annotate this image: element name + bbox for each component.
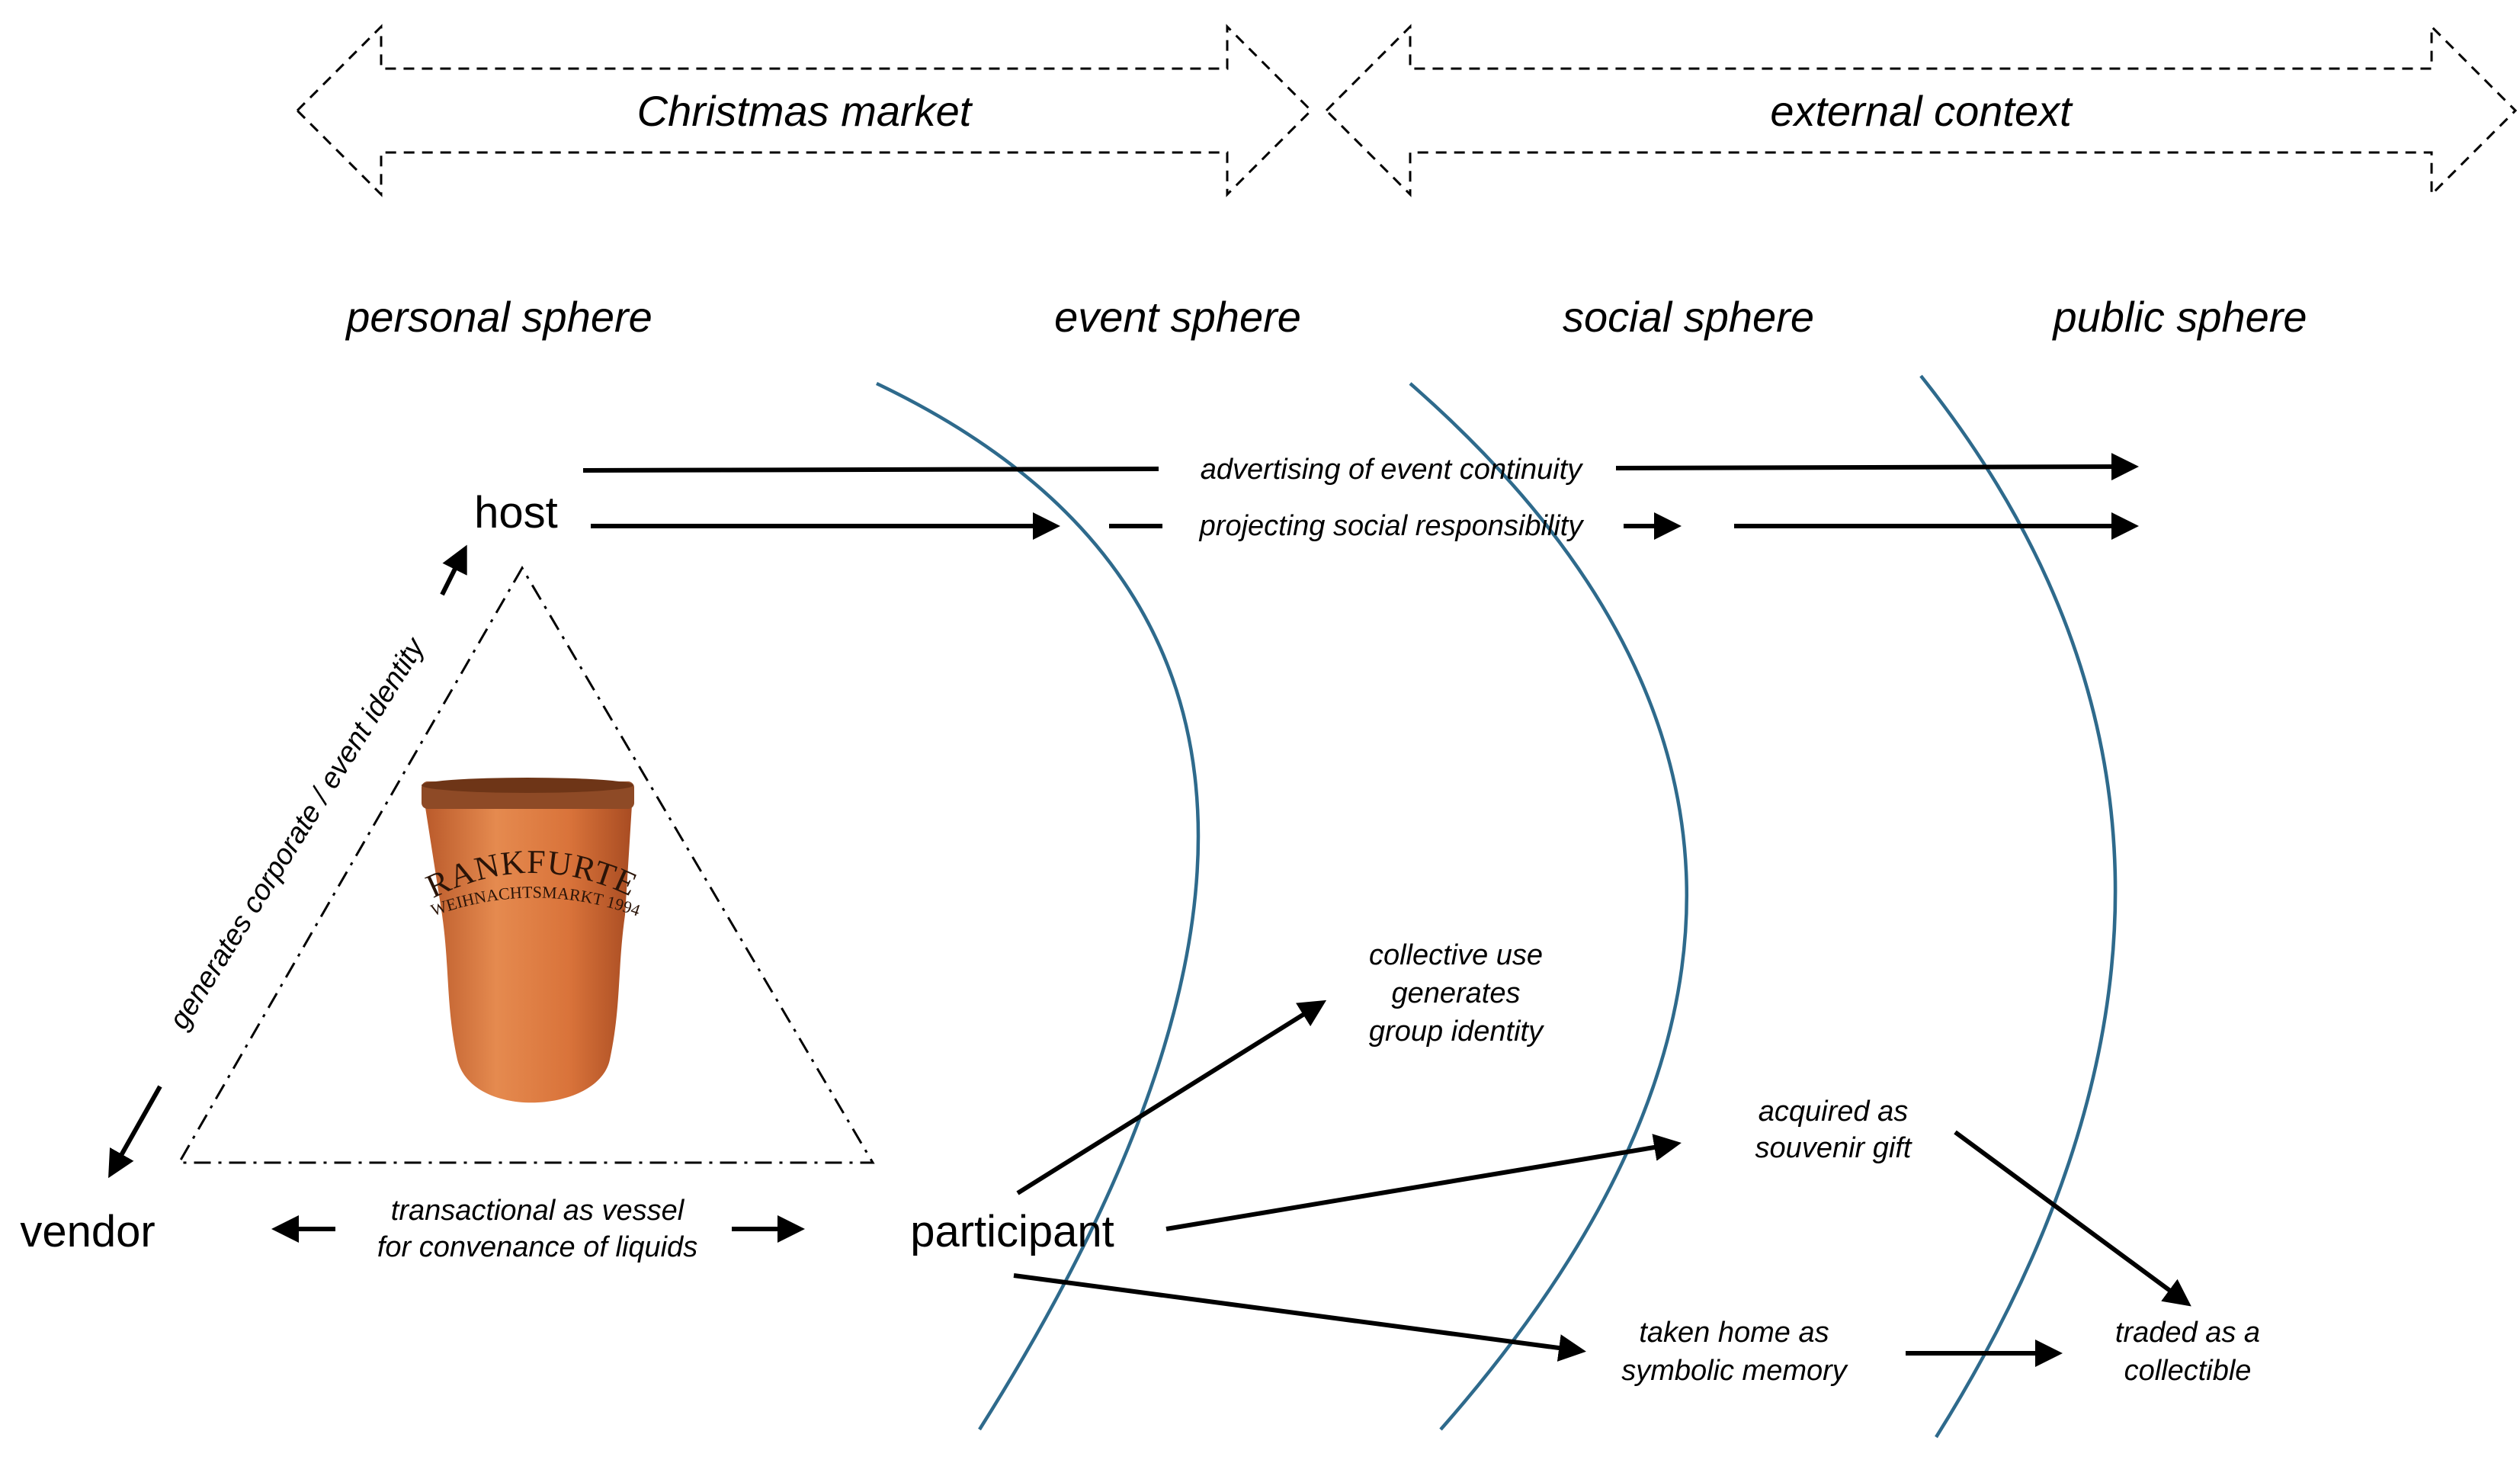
actor-participant: participant — [910, 1207, 1114, 1256]
cup-image: FRANKFURTER WEIHNACHTSMARKT 1994 — [0, 0, 643, 1103]
label-acquired-line1: acquired as — [1759, 1096, 1908, 1128]
heading-event-sphere: event sphere — [1054, 293, 1301, 341]
banner-christmas-market: Christmas market — [295, 24, 1313, 197]
label-transactional-line1: transactional as vessel — [391, 1195, 685, 1227]
label-host-vendor: generates corporate / event identity — [163, 631, 431, 1035]
banner-external-context-label: external context — [1770, 87, 2073, 135]
label-collective-line1: collective use — [1369, 939, 1543, 971]
label-collective-line2: generates — [1391, 977, 1520, 1009]
actor-host: host — [474, 488, 558, 537]
actor-vendor: vendor — [20, 1207, 155, 1256]
banner-christmas-market-label: Christmas market — [637, 87, 973, 135]
label-traded-line2: collectible — [2124, 1355, 2252, 1387]
label-projecting: projecting social responsibility — [1199, 510, 1585, 542]
label-taken-line1: taken home as — [1639, 1317, 1829, 1349]
arrow-advertising-b — [1615, 453, 2139, 481]
arrow-to-host — [440, 544, 467, 596]
arrow-taken-home — [1013, 1273, 1586, 1362]
heading-personal-sphere: personal sphere — [345, 293, 652, 341]
arrow-acquired — [1165, 1134, 1682, 1231]
label-taken-line2: symbolic memory — [1621, 1355, 1848, 1387]
label-traded-line1: traded as a — [2115, 1317, 2260, 1349]
label-acquired-line2: souvenir gift — [1755, 1132, 1912, 1164]
public-sphere-boundary — [1919, 374, 2118, 1439]
banner-external-context: external context — [1324, 24, 2518, 197]
event-sphere-boundary — [876, 381, 1201, 1431]
arrow-advertising-a — [582, 467, 1159, 473]
label-collective-line3: group identity — [1369, 1016, 1544, 1048]
arrow-souvenir-to-traded — [1954, 1130, 2191, 1307]
actor-triangle — [177, 566, 875, 1164]
arrow-collective — [1016, 1000, 1327, 1195]
heading-social-sphere: social sphere — [1563, 293, 1814, 341]
social-sphere-boundary — [1409, 382, 1688, 1431]
label-transactional-line2: for convenance of liquids — [377, 1231, 697, 1263]
arrow-to-vendor — [108, 1085, 162, 1179]
heading-public-sphere: public sphere — [2051, 293, 2307, 341]
label-advertising: advertising of event continuity — [1201, 454, 1584, 486]
